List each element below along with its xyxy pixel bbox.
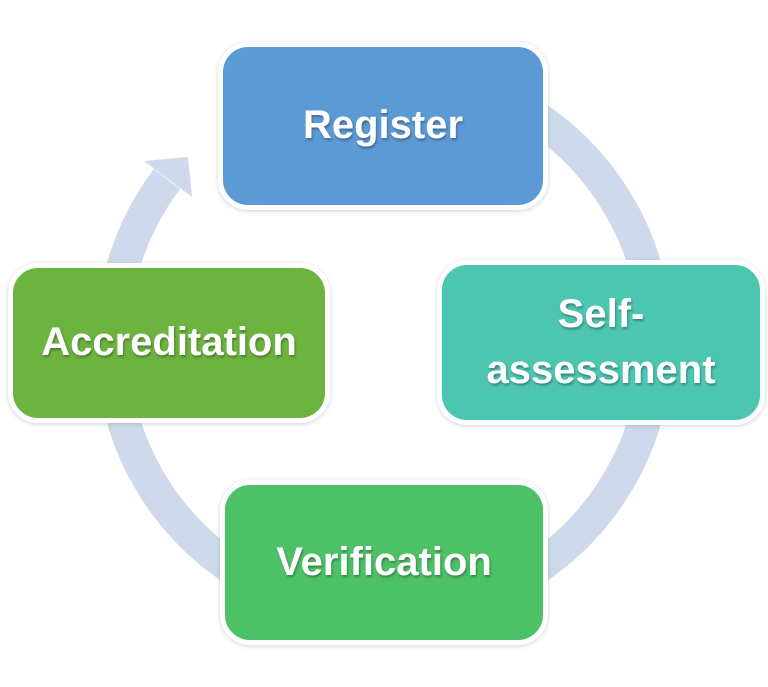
step-self-assessment: Self- assessment [437, 260, 765, 425]
step-register-label: Register [302, 103, 464, 148]
step-verification-label: Verification [276, 539, 492, 584]
step-self-assessment-label-line2: assessment [486, 347, 716, 392]
arrowhead-icon [144, 157, 192, 197]
step-register: Register [218, 42, 548, 210]
step-self-assessment-label-line1: Self- [557, 292, 645, 337]
step-accreditation-label: Accreditation [41, 320, 297, 365]
step-accreditation: Accreditation [8, 263, 330, 423]
step-verification: Verification [220, 480, 548, 645]
